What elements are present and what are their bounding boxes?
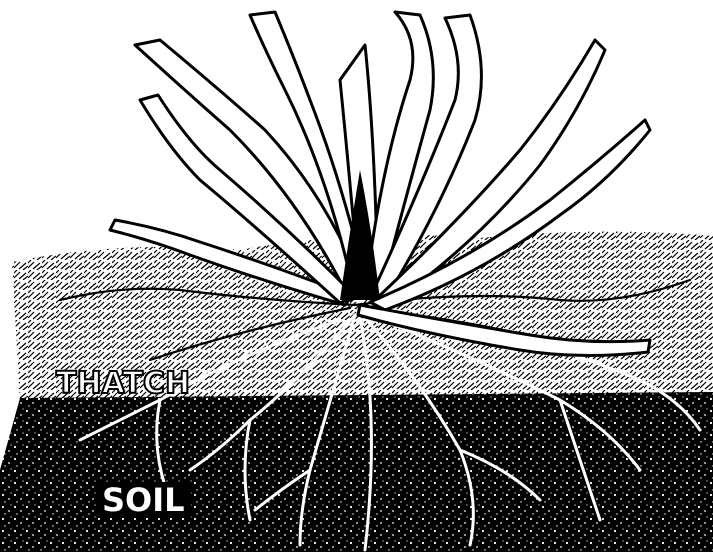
- thatch-label: THATCH: [56, 366, 190, 401]
- soil-label: SOIL: [96, 482, 191, 518]
- soil-layer: [0, 392, 713, 552]
